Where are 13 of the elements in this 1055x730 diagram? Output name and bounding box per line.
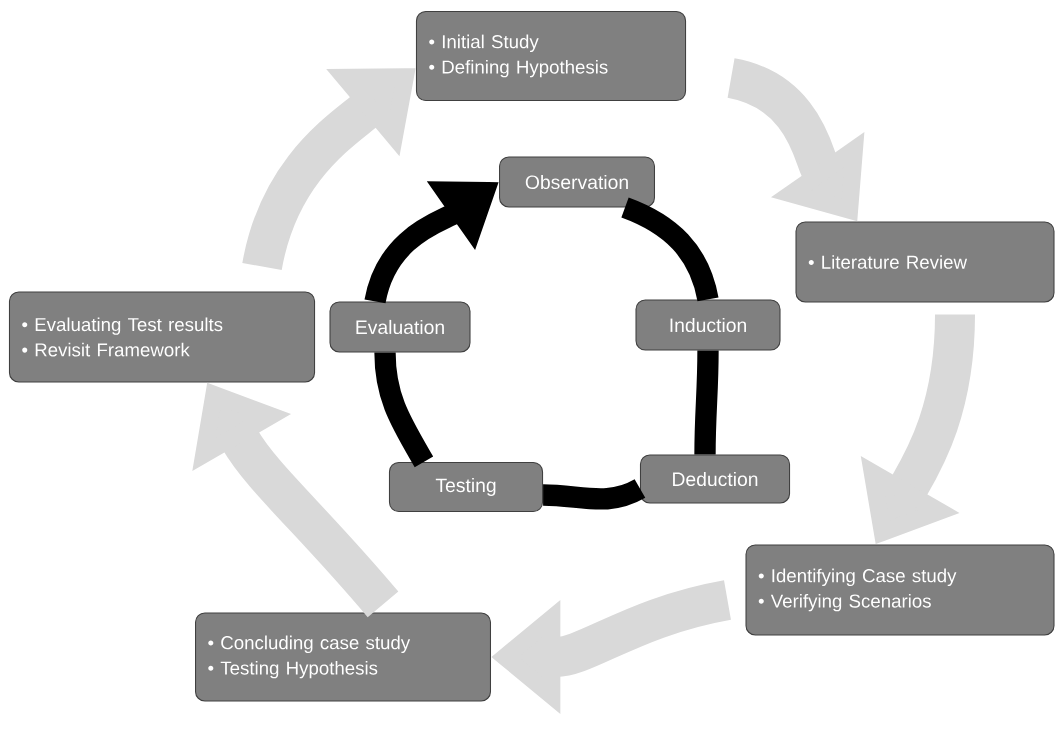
cycle-line xyxy=(542,479,645,510)
list-box: • Identifying Case study • Verifying Scenarios xyxy=(745,544,1055,636)
cycle-line xyxy=(694,350,719,455)
list-box: • Literature Review xyxy=(795,221,1055,303)
stage-box: Evaluation xyxy=(329,301,471,353)
list-box: • Concluding case study • Testing Hypothesis xyxy=(195,612,491,702)
cycle-line xyxy=(374,352,434,468)
list-box: • Initial Study • Defining Hypothesis xyxy=(415,10,687,102)
stage-box: Deduction xyxy=(639,454,791,504)
list-box: • Evaluating Test results • Revisit Framework xyxy=(8,291,316,383)
stage-box: Observation xyxy=(499,156,655,208)
stage-box: Induction xyxy=(635,299,781,351)
stage-box: Testing xyxy=(388,461,544,513)
